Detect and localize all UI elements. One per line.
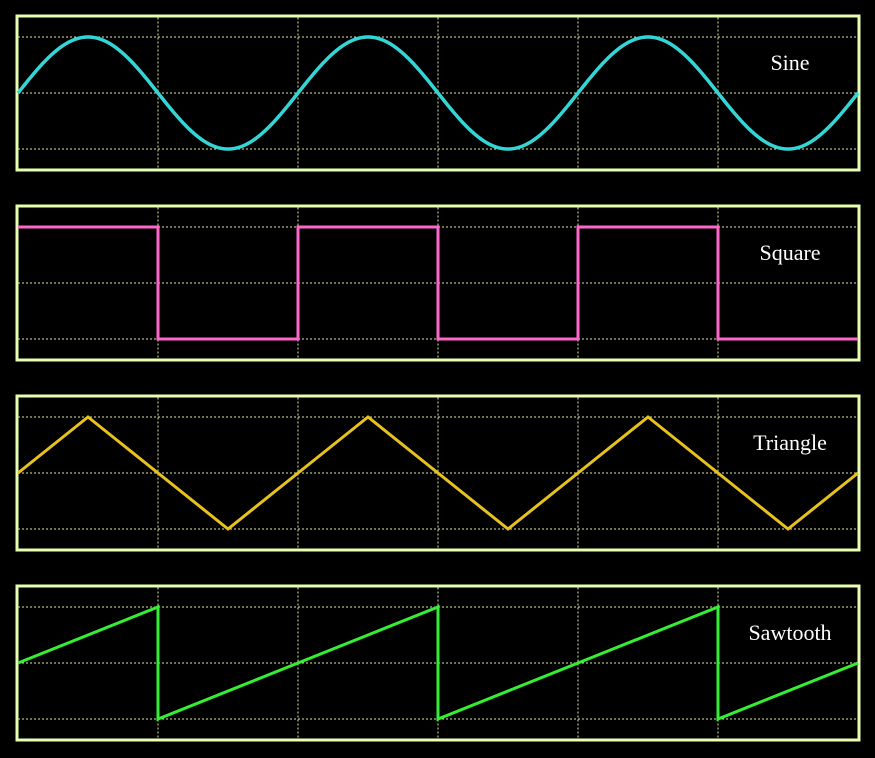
panel-sawtooth: Sawtooth	[15, 584, 861, 742]
panel-square: Square	[15, 204, 861, 362]
panel-sine: Sine	[15, 14, 861, 172]
panel-frame	[15, 394, 861, 552]
sawtooth-wave	[17, 604, 859, 722]
sine-wave	[16, 35, 860, 151]
square-wave	[18, 225, 858, 341]
panel-frame	[15, 204, 861, 362]
wave-label-triangle: Triangle	[753, 430, 827, 455]
wave-label-sine: Sine	[770, 50, 809, 75]
wave-label-sawtooth: Sawtooth	[748, 620, 831, 645]
panel-frame	[15, 584, 861, 742]
panel-triangle: Triangle	[15, 394, 861, 552]
panel-frame	[15, 14, 861, 172]
wave-label-square: Square	[759, 240, 820, 265]
triangle-wave	[17, 415, 859, 531]
